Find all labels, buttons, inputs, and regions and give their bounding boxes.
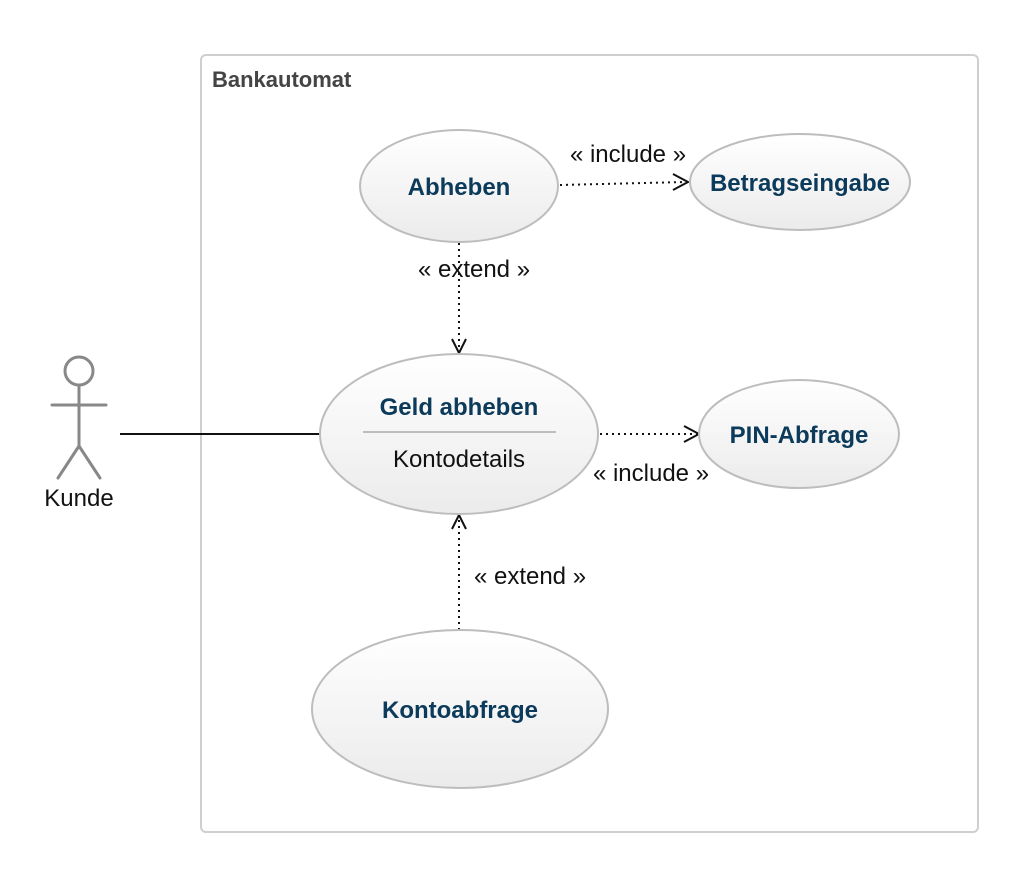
- include-relation-pin: « include »: [593, 425, 709, 487]
- system-title: Bankautomat: [212, 67, 352, 92]
- actor-kunde[interactable]: Kunde: [44, 355, 114, 512]
- include-relation-betragseingabe: « include »: [559, 141, 691, 191]
- use-case-geld-abheben[interactable]: Geld abheben Kontodetails: [319, 353, 599, 515]
- stick-figure-icon: [50, 355, 108, 480]
- extend-label: « extend »: [474, 563, 586, 590]
- use-case-title: Betragseingabe: [710, 170, 890, 197]
- use-case-title: Geld abheben: [380, 394, 539, 421]
- use-case-compartment: Kontodetails: [393, 446, 525, 473]
- include-label: « include »: [593, 460, 709, 487]
- use-case-pin-abfrage[interactable]: PIN-Abfrage: [698, 379, 900, 489]
- actor-name: Kunde: [44, 485, 113, 512]
- use-case-betragseingabe[interactable]: Betragseingabe: [689, 133, 911, 231]
- extend-relation-kontoabfrage: « extend »: [451, 512, 586, 630]
- use-case-abheben[interactable]: Abheben: [359, 129, 559, 243]
- use-case-title: Kontoabfrage: [382, 697, 538, 724]
- use-case-title: PIN-Abfrage: [730, 422, 869, 449]
- include-label: « include »: [570, 141, 686, 168]
- extend-label: « extend »: [418, 256, 530, 283]
- use-case-title: Abheben: [408, 174, 511, 201]
- use-case-kontoabfrage[interactable]: Kontoabfrage: [311, 629, 609, 789]
- extend-relation-abheben: « extend »: [418, 243, 530, 356]
